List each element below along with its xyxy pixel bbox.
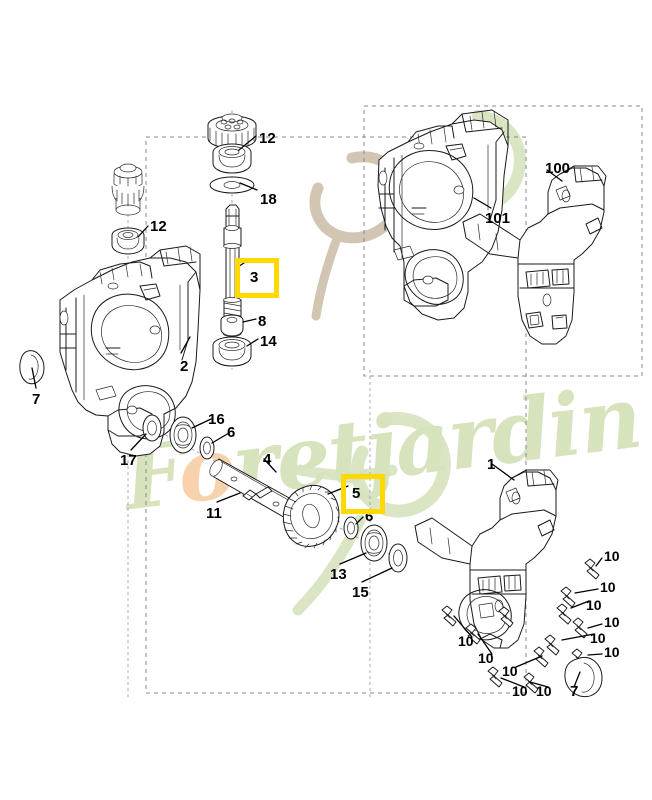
pin-11: [242, 486, 273, 501]
gear-5: [282, 484, 340, 549]
highlight-box-part-5[interactable]: [341, 474, 385, 514]
highlight-label-5: 5: [352, 485, 361, 502]
part-label-7-right: 7: [570, 683, 579, 700]
part-label-10-g: 10: [458, 633, 474, 649]
bolt-10-l: [523, 672, 539, 694]
part-label-10-k: 10: [536, 683, 552, 699]
seal-17: [142, 414, 162, 442]
part-label-10-f: 10: [604, 644, 620, 660]
leader-lines: [31, 135, 603, 688]
bolt-10-d: [572, 617, 588, 639]
part-label-2: 2: [180, 358, 189, 375]
part-label-18: 18: [260, 191, 277, 208]
bolt-10-a: [584, 558, 600, 580]
part-label-10-a: 10: [604, 548, 620, 564]
part-label-7-left: 7: [32, 391, 41, 408]
part-label-6-lower: 6: [365, 508, 374, 525]
washer-18: [209, 176, 255, 194]
snapring-6-lower: [343, 516, 359, 540]
part-label-17: 17: [120, 452, 137, 469]
part-label-1: 1: [487, 456, 496, 473]
highlight-box-part-3[interactable]: [235, 258, 279, 298]
part-label-8: 8: [258, 313, 267, 330]
part-label-10-c: 10: [586, 597, 602, 613]
bolt-10-h: [441, 605, 457, 627]
plug-7-left: [19, 350, 45, 385]
bearing-14: [212, 336, 252, 367]
part-label-11: 11: [206, 505, 222, 522]
bolt-10-g: [498, 606, 514, 628]
part-label-10-h: 10: [478, 650, 494, 666]
part-label-15: 15: [352, 584, 369, 601]
bearing-13: [360, 524, 388, 562]
part-label-10-d: 10: [604, 614, 620, 630]
part-label-16: 16: [208, 411, 225, 428]
part-label-13: 13: [330, 566, 347, 583]
part-label-10-b: 10: [600, 579, 616, 595]
part-label-10-i: 10: [502, 663, 518, 679]
bolt-10-k: [487, 666, 503, 688]
highlight-label-3: 3: [250, 269, 259, 286]
drive-sprocket-part: [207, 113, 257, 149]
bearing-12-left: [111, 227, 145, 255]
bolt-10-e: [544, 634, 560, 656]
part-label-12-top: 12: [259, 130, 276, 147]
part-label-14: 14: [260, 333, 277, 350]
bearing-12-top: [212, 143, 252, 174]
bolt-10-c: [556, 603, 572, 625]
part-label-6-upper: 6: [227, 424, 236, 441]
part-label-100: 100: [545, 160, 571, 177]
bevel-pinion-cluster: [111, 163, 145, 216]
part-label-10-e: 10: [590, 630, 606, 646]
part-label-101: 101: [485, 210, 511, 227]
snapring-6-upper: [199, 436, 215, 460]
ring-8: [220, 314, 244, 337]
bearing-16: [169, 416, 197, 454]
part-label-10-j: 10: [512, 683, 528, 699]
frame-100: [462, 165, 607, 345]
housing-101: [377, 109, 509, 321]
seal-15: [388, 543, 408, 573]
bolt-10-b: [560, 586, 576, 608]
part-label-4: 4: [263, 451, 272, 468]
part-label-12-left: 12: [150, 218, 167, 235]
